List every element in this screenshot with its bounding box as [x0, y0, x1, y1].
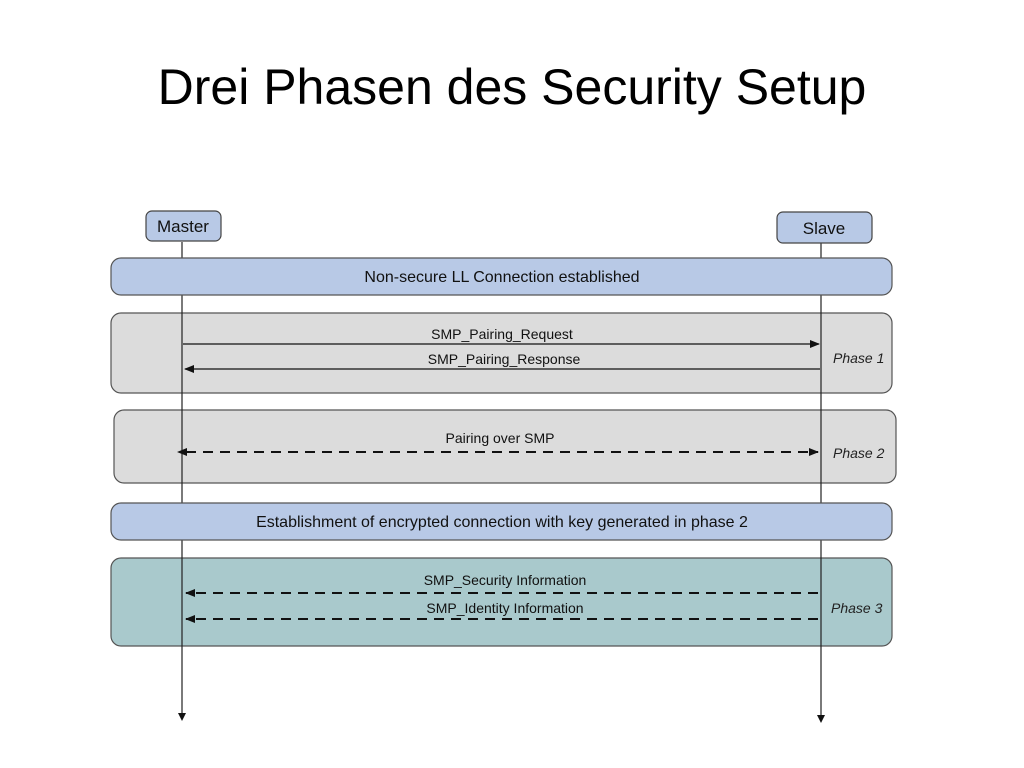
- pairing-over-smp-label: Pairing over SMP: [446, 430, 555, 446]
- identity-information-label: SMP_Identity Information: [426, 600, 583, 616]
- encrypted-band-label: Establishment of encrypted connection wi…: [256, 514, 748, 531]
- slave-box: [776, 211, 873, 244]
- master-lifeline-end-arrow: [178, 713, 186, 721]
- master-label: Master: [157, 217, 209, 236]
- phase2-label: Phase 2: [833, 445, 885, 461]
- phase3-box: [110, 557, 893, 647]
- phase1-box: [110, 312, 893, 394]
- non-secure-band-label: Non-secure LL Connection established: [364, 269, 639, 286]
- pairing-response-label: SMP_Pairing_Response: [428, 351, 581, 367]
- non-secure-band: [110, 257, 893, 296]
- phase2-box: [113, 409, 897, 484]
- security-information-label: SMP_Security Information: [424, 572, 587, 588]
- slave-label: Slave: [803, 219, 846, 238]
- phase3-label: Phase 3: [831, 600, 883, 616]
- slave-lifeline-end-arrow: [817, 715, 825, 723]
- encrypted-band: [110, 502, 893, 541]
- master-box: [145, 210, 222, 242]
- phase1-label: Phase 1: [833, 350, 884, 366]
- pairing-request-label: SMP_Pairing_Request: [431, 326, 573, 342]
- slide-title: Drei Phasen des Security Setup: [157, 59, 867, 115]
